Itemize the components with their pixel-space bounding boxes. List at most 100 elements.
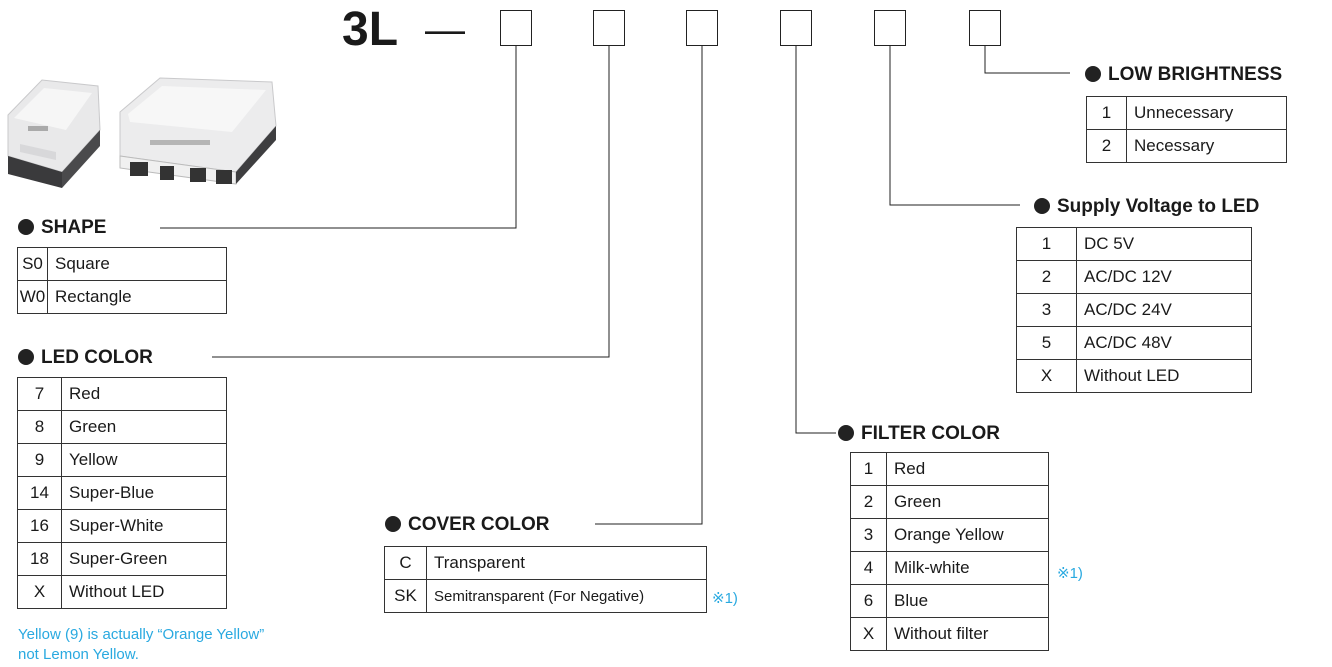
option-code: 14 <box>18 477 62 510</box>
note-line: Yellow (9) is actually “Orange Yellow” <box>18 625 264 645</box>
bullet-icon <box>1085 66 1101 82</box>
option-code: SK <box>385 580 427 613</box>
option-label: Blue <box>887 585 1049 618</box>
option-label: Necessary <box>1127 130 1287 163</box>
option-label: AC/DC 12V <box>1077 261 1252 294</box>
connector-led-color <box>212 46 609 357</box>
option-label: Unnecessary <box>1127 97 1287 130</box>
option-code: 2 <box>1017 261 1077 294</box>
connector-supply-voltage <box>890 46 1020 205</box>
option-code: 3 <box>851 519 887 552</box>
supply-voltage-heading: Supply Voltage to LED <box>1034 196 1259 218</box>
led-color-heading: LED COLOR <box>18 347 153 369</box>
option-code: X <box>1017 360 1077 393</box>
connector-filter-color <box>796 46 836 433</box>
option-label: Without LED <box>62 576 227 609</box>
note-line: not Lemon Yellow. <box>18 645 264 665</box>
bullet-icon <box>385 516 401 532</box>
option-label: Red <box>887 453 1049 486</box>
option-code: 16 <box>18 510 62 543</box>
option-label: Super-Blue <box>62 477 227 510</box>
option-label: Square <box>48 248 227 281</box>
option-code: 4 <box>851 552 887 585</box>
bullet-icon <box>1034 198 1050 214</box>
low-brightness-heading: LOW BRIGHTNESS <box>1085 64 1282 86</box>
option-label: Transparent <box>427 547 707 580</box>
option-code: 2 <box>1087 130 1127 163</box>
option-label: Super-Green <box>62 543 227 576</box>
option-code: X <box>18 576 62 609</box>
option-code: C <box>385 547 427 580</box>
connector-shape <box>160 46 516 228</box>
shape-heading: SHAPE <box>18 217 106 239</box>
option-label: Green <box>62 411 227 444</box>
option-code: 1 <box>1017 228 1077 261</box>
option-code: S0 <box>18 248 48 281</box>
option-label: Green <box>887 486 1049 519</box>
option-label: Without filter <box>887 618 1049 651</box>
option-code: 3 <box>1017 294 1077 327</box>
supply-voltage-table: 1DC 5V2AC/DC 12V3AC/DC 24V5AC/DC 48VXWit… <box>1016 227 1252 393</box>
filter-color-heading: FILTER COLOR <box>838 423 1000 445</box>
option-code: 18 <box>18 543 62 576</box>
shape-table: S0SquareW0Rectangle <box>17 247 227 314</box>
option-label: AC/DC 24V <box>1077 294 1252 327</box>
option-label: Yellow <box>62 444 227 477</box>
option-code: 1 <box>1087 97 1127 130</box>
option-label: AC/DC 48V <box>1077 327 1252 360</box>
option-label: Semitransparent (For Negative) <box>427 580 707 613</box>
option-label: Milk-white <box>887 552 1049 585</box>
filter-color-footnote: ※1) <box>1057 564 1083 584</box>
bullet-icon <box>838 425 854 441</box>
option-code: 8 <box>18 411 62 444</box>
option-code: 2 <box>851 486 887 519</box>
option-label: Rectangle <box>48 281 227 314</box>
option-code: 5 <box>1017 327 1077 360</box>
option-code: 9 <box>18 444 62 477</box>
led-color-note: Yellow (9) is actually “Orange Yellow” n… <box>18 625 264 665</box>
option-code: 7 <box>18 378 62 411</box>
connector-low-brightness <box>985 46 1070 73</box>
option-code: 6 <box>851 585 887 618</box>
connector-cover-color <box>595 46 702 524</box>
cover-color-heading: COVER COLOR <box>385 514 549 536</box>
option-label: Super-White <box>62 510 227 543</box>
option-label: Without LED <box>1077 360 1252 393</box>
cover-color-footnote: ※1) <box>712 589 738 609</box>
option-code: 1 <box>851 453 887 486</box>
option-label: DC 5V <box>1077 228 1252 261</box>
option-label: Orange Yellow <box>887 519 1049 552</box>
option-code: W0 <box>18 281 48 314</box>
option-code: X <box>851 618 887 651</box>
bullet-icon <box>18 219 34 235</box>
bullet-icon <box>18 349 34 365</box>
